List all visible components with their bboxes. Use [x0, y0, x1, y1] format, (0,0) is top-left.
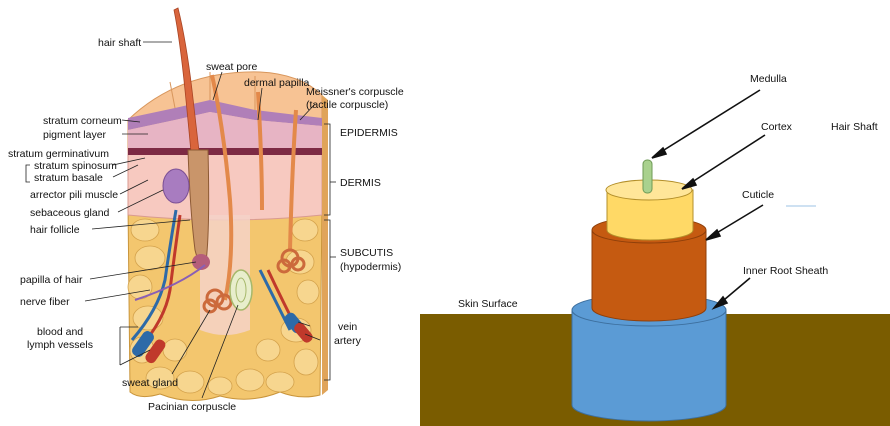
skin-illustration: hair shaft sweat pore dermal papilla Mei… — [0, 0, 420, 426]
label-sweat-gland: sweat gland — [122, 377, 178, 389]
label-artery: artery — [334, 335, 362, 347]
label-pigment-layer: pigment layer — [43, 129, 107, 141]
label-stratum-spinosum: stratum spinosum — [34, 160, 117, 172]
label-arrector-pili-muscle: arrector pili muscle — [30, 189, 118, 201]
sebaceous-gland-shape — [163, 169, 189, 203]
hair-model-illustration: Medulla Cortex Hair Shaft Cuticle Inner … — [420, 0, 890, 426]
label-sweat-pore: sweat pore — [206, 61, 258, 73]
label-papilla-of-hair: papilla of hair — [20, 274, 83, 286]
label-inner-root-sheath: Inner Root Sheath — [743, 265, 828, 277]
skin-cross-section-diagram: hair shaft sweat pore dermal papilla Mei… — [0, 0, 420, 426]
label-dermis: DERMIS — [340, 177, 381, 189]
label-pacinian-corpuscle: Pacinian corpuscle — [148, 401, 236, 413]
block-side-face — [322, 95, 328, 395]
label-hair-shaft: hair shaft — [98, 37, 141, 49]
label-lymph-vessels: lymph vessels — [27, 339, 93, 351]
label-skin-surface: Skin Surface — [458, 298, 518, 310]
label-nerve-fiber: nerve fiber — [20, 296, 70, 308]
label-hair-follicle: hair follicle — [30, 224, 80, 236]
medulla-rod — [643, 160, 652, 193]
label-stratum-corneum: stratum corneum — [43, 115, 122, 127]
label-medulla: Medulla — [750, 73, 787, 85]
label-hair-shaft-title: Hair Shaft — [831, 121, 878, 133]
label-epidermis: EPIDERMIS — [340, 127, 398, 139]
hair-shaft-model-diagram: Medulla Cortex Hair Shaft Cuticle Inner … — [420, 0, 890, 426]
label-dermal-papilla: dermal papilla — [244, 77, 310, 89]
label-blood-and: blood and — [37, 326, 83, 338]
label-hypodermis: (hypodermis) — [340, 261, 401, 273]
label-stratum-basale: stratum basale — [34, 172, 103, 184]
label-stratum-germinativum: stratum germinativum — [8, 148, 109, 160]
pacinian-corpuscle-shape — [230, 270, 252, 310]
label-cortex: Cortex — [761, 121, 793, 133]
label-tactile-corpuscle: (tactile corpuscle) — [306, 99, 388, 111]
label-sebaceous-gland: sebaceous gland — [30, 207, 110, 219]
label-cuticle: Cuticle — [742, 189, 774, 201]
label-meissner-corpuscle: Meissner's corpuscle — [306, 86, 404, 98]
label-vein: vein — [338, 321, 357, 333]
label-subcutis: SUBCUTIS — [340, 247, 393, 259]
